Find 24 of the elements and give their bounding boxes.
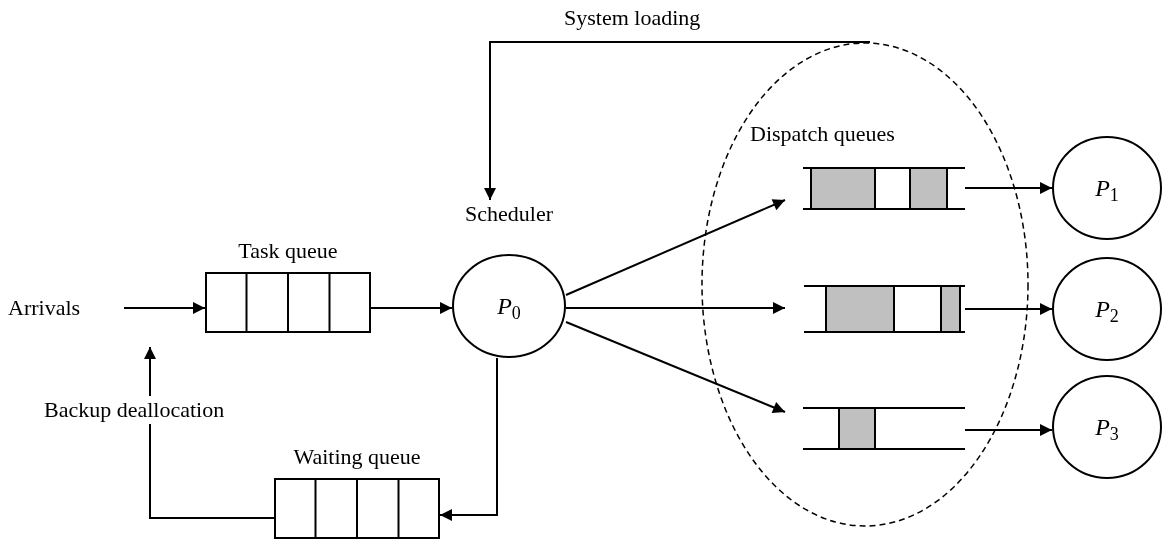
- queue-label: Waiting queue: [292, 444, 422, 470]
- arrivals-label: Arrivals: [8, 295, 81, 320]
- arrow: [484, 41, 871, 201]
- arrow: [964, 303, 1053, 315]
- arrow: [565, 302, 786, 314]
- arrow: [123, 302, 206, 314]
- arrow: [370, 302, 453, 314]
- arrow: [964, 424, 1053, 436]
- arrow: [565, 321, 786, 413]
- dispatch-group-ellipse: [701, 42, 1029, 527]
- dispatch-queues-label: Dispatch queues: [750, 120, 896, 148]
- processor-circle: [1052, 136, 1162, 240]
- arrow: [964, 182, 1053, 194]
- arrow: [144, 346, 275, 519]
- queue-label: Task queue: [237, 238, 339, 264]
- processor-label: P$_{2}$: [1095, 295, 1119, 323]
- arrow: [565, 199, 786, 296]
- processor-label: P$_{3}$: [1095, 413, 1119, 441]
- arrow: [439, 357, 498, 521]
- processor-label: P$_{1}$: [1095, 174, 1119, 202]
- scheduler-label: Scheduler: [464, 200, 554, 228]
- processor-circle: [1052, 257, 1162, 361]
- processor-label: P$_{0}$: [497, 292, 521, 320]
- processor-circle: [1052, 375, 1162, 479]
